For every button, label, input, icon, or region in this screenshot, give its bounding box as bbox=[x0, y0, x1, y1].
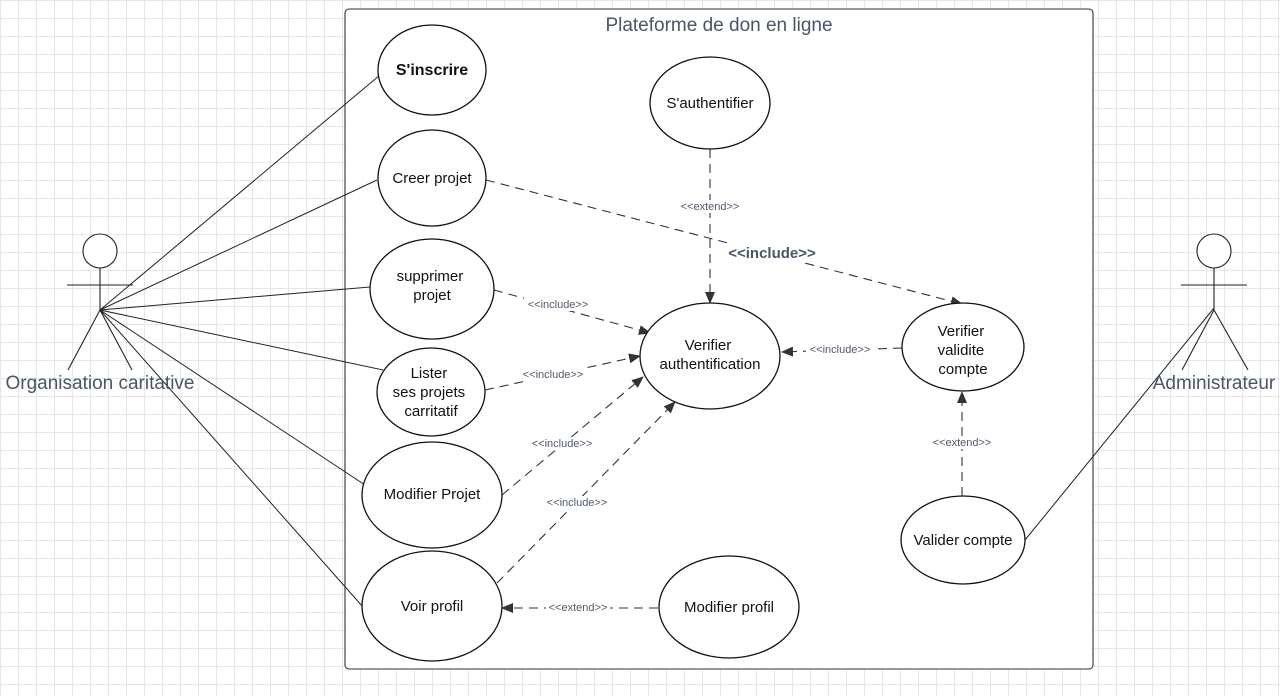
label-include-verifier-validite: <<include>> bbox=[810, 344, 871, 356]
label-include-modifier-projet: <<include>> bbox=[532, 438, 593, 450]
use-case-modifier-projet[interactable]: Modifier Projet bbox=[361, 441, 503, 549]
label-extend-valider: <<extend>> bbox=[933, 437, 992, 449]
use-case-verifier-authentification[interactable]: Verifier authentification bbox=[639, 302, 781, 410]
actor-administrateur[interactable]: Administrateur bbox=[1153, 233, 1276, 394]
use-case-valider-compte[interactable]: Valider compte bbox=[900, 495, 1026, 585]
dep-supprimer-verifier-auth bbox=[493, 289, 651, 335]
use-case-inscrire[interactable]: S'inscrire bbox=[377, 24, 487, 116]
use-case-label: Modifier profil bbox=[684, 599, 774, 616]
actor-label: Administrateur bbox=[1153, 373, 1276, 394]
use-case-label: Modifier Projet bbox=[384, 486, 482, 503]
use-case-label: Verifier authentification bbox=[660, 337, 761, 373]
use-case-voir-profil[interactable]: Voir profil bbox=[361, 550, 503, 662]
label-include-voir-profil: <<include>> bbox=[547, 497, 608, 509]
assoc-org-voir-profil bbox=[99, 309, 364, 608]
assoc-org-lister bbox=[99, 309, 384, 371]
actor-label: Organisation caritative bbox=[5, 373, 194, 394]
use-case-verifier-validite[interactable]: Verifier validite compte bbox=[901, 302, 1025, 392]
use-case-lister-projets[interactable]: Lister ses projets carritatif bbox=[376, 347, 486, 437]
org-associations bbox=[99, 74, 384, 608]
use-case-label: Voir profil bbox=[401, 598, 464, 615]
assoc-admin-valider bbox=[1024, 307, 1215, 541]
use-case-label: Creer projet bbox=[392, 170, 472, 187]
actor-head bbox=[1196, 233, 1232, 269]
actor-head bbox=[82, 233, 118, 269]
dependency-labels: <<extend>> <<include>> <<include>> <<inc… bbox=[519, 200, 994, 614]
use-case-creer-projet[interactable]: Creer projet bbox=[377, 129, 487, 227]
dep-modifier-projet-verifier-auth bbox=[501, 376, 644, 496]
use-case-authentifier[interactable]: S'authentifier bbox=[649, 56, 771, 150]
assoc-org-modifier-projet bbox=[99, 309, 366, 486]
assoc-org-creer bbox=[99, 179, 378, 311]
label-include-supprimer: <<include>> bbox=[528, 299, 589, 311]
use-case-label: Lister ses projets carritatif bbox=[393, 365, 470, 420]
use-case-label: supprimer projet bbox=[397, 268, 468, 304]
actor-organisation[interactable]: Organisation caritative bbox=[5, 233, 195, 394]
assoc-org-supprimer bbox=[99, 286, 371, 311]
label-extend-modifier-profil: <<extend>> bbox=[549, 602, 608, 614]
label-extend-authentifier: <<extend>> bbox=[681, 201, 740, 213]
use-case-label: S'inscrire bbox=[396, 62, 468, 79]
use-case-label: Valider compte bbox=[914, 532, 1013, 549]
dep-creer-verifier-validite bbox=[485, 179, 963, 307]
label-include-creer: <<include>> bbox=[728, 245, 816, 262]
use-case-label: S'authentifier bbox=[666, 95, 753, 112]
use-case-supprimer-projet[interactable]: supprimer projet bbox=[369, 238, 495, 340]
use-case-label: Verifier validite compte bbox=[938, 323, 989, 378]
dep-voir-profil-verifier-auth bbox=[496, 401, 676, 584]
assoc-org-inscrire bbox=[99, 74, 381, 311]
system-title: Plateforme de don en ligne bbox=[605, 15, 832, 36]
label-include-lister: <<include>> bbox=[523, 369, 584, 381]
use-case-modifier-profil[interactable]: Modifier profil bbox=[658, 555, 800, 659]
